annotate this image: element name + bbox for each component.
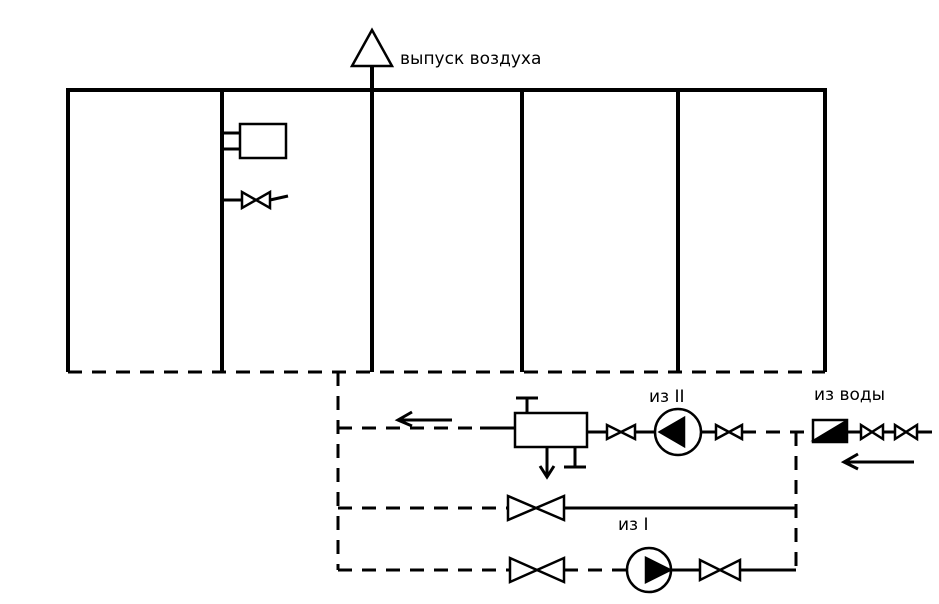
pump-I-icon — [625, 546, 673, 594]
from-I-label: из I — [618, 515, 649, 535]
flow-arrow-left-icon — [394, 410, 452, 428]
air-release-icon — [349, 27, 395, 68]
from-II-label: из II — [649, 387, 685, 407]
pump-II-icon — [653, 407, 703, 457]
bottom-check-valve-icon — [698, 557, 742, 583]
valve-icon — [714, 422, 744, 442]
check-valve-icon — [605, 422, 637, 442]
from-water-label: из воды — [814, 385, 885, 405]
flow-arrow-inlet-icon — [840, 452, 914, 471]
inlet-valve-2-icon — [893, 422, 919, 442]
inlet-valve-1-icon — [859, 422, 885, 442]
unit-block — [66, 60, 827, 374]
filter-icon — [513, 396, 589, 469]
bottom-valve-icon — [508, 556, 566, 584]
valve-icon — [222, 189, 289, 211]
drain-arrow-icon — [538, 447, 556, 480]
bypass-valve-icon — [506, 494, 566, 522]
air-release-label: выпуск воздуха — [400, 49, 541, 69]
water-meter-icon — [810, 418, 849, 444]
tank-icon — [222, 122, 288, 160]
